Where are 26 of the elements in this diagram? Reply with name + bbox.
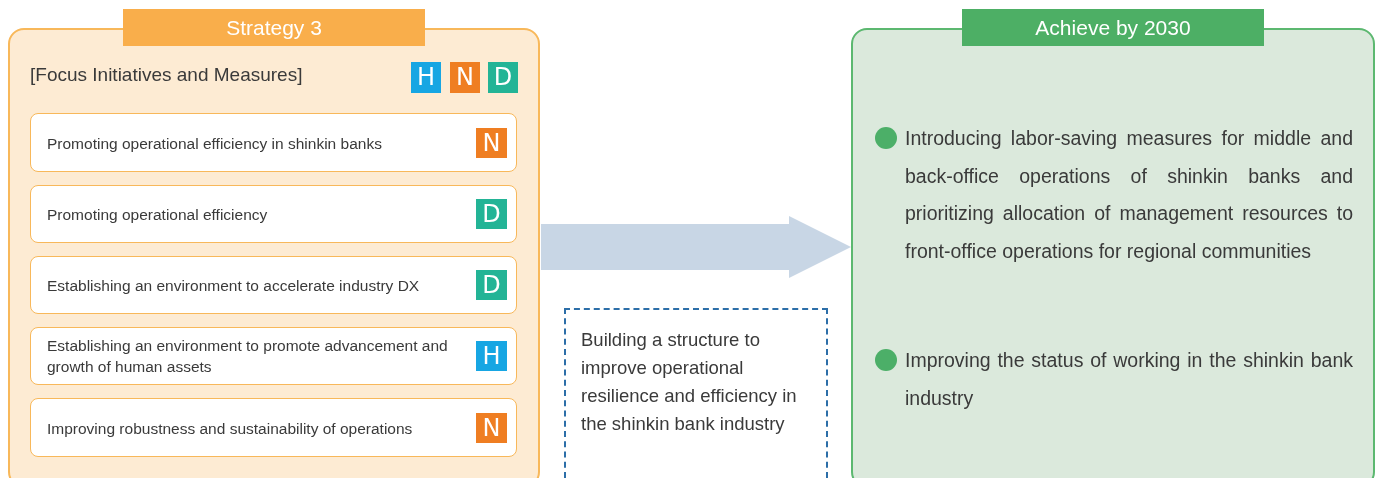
letter-badge: D [476, 199, 507, 229]
measure-box [30, 185, 517, 243]
letter-badge: H [476, 341, 507, 371]
block-arrow [541, 216, 851, 278]
measure-box [30, 398, 517, 457]
letter-badge: H [411, 62, 441, 93]
goal-text: Introducing labor-saving measures for middle and back-office operations of shinkin banks and prioritizing allocation of management resources to front-office operations for regional communities [905, 126, 1353, 264]
letter-badge: N [450, 62, 480, 93]
measure-text: Improving robustness and sustainability of operations [47, 418, 414, 438]
panel-heading: Achieve by 2030 [962, 9, 1264, 46]
letter-badge: N [476, 413, 507, 443]
measure-text: Establishing an environment to accelerate industry DX [47, 275, 421, 296]
panel-heading: Strategy 3 [123, 9, 425, 46]
measure-box [30, 256, 517, 314]
measure-text: Establishing an environment to promote advancement and growth of human assets [47, 336, 449, 377]
letter-badge: N [476, 128, 507, 158]
section-heading: [Focus Initiatives and Measures] [30, 64, 303, 86]
measure-text: Promoting operational efficiency [47, 204, 269, 225]
letter-badge: D [476, 270, 507, 300]
structure-text: Building a structure to improve operational resilience and efficiency in the shinkin bank industry [581, 328, 798, 436]
goal-text: Improving the status of working in the shinkin bank industry [905, 348, 1353, 411]
measure-text: Promoting operational efficiency in shinkin banks [47, 133, 383, 153]
measure-box [30, 113, 517, 172]
dashed-box [564, 308, 828, 478]
measure-box [30, 327, 517, 385]
letter-badge: D [488, 62, 518, 93]
